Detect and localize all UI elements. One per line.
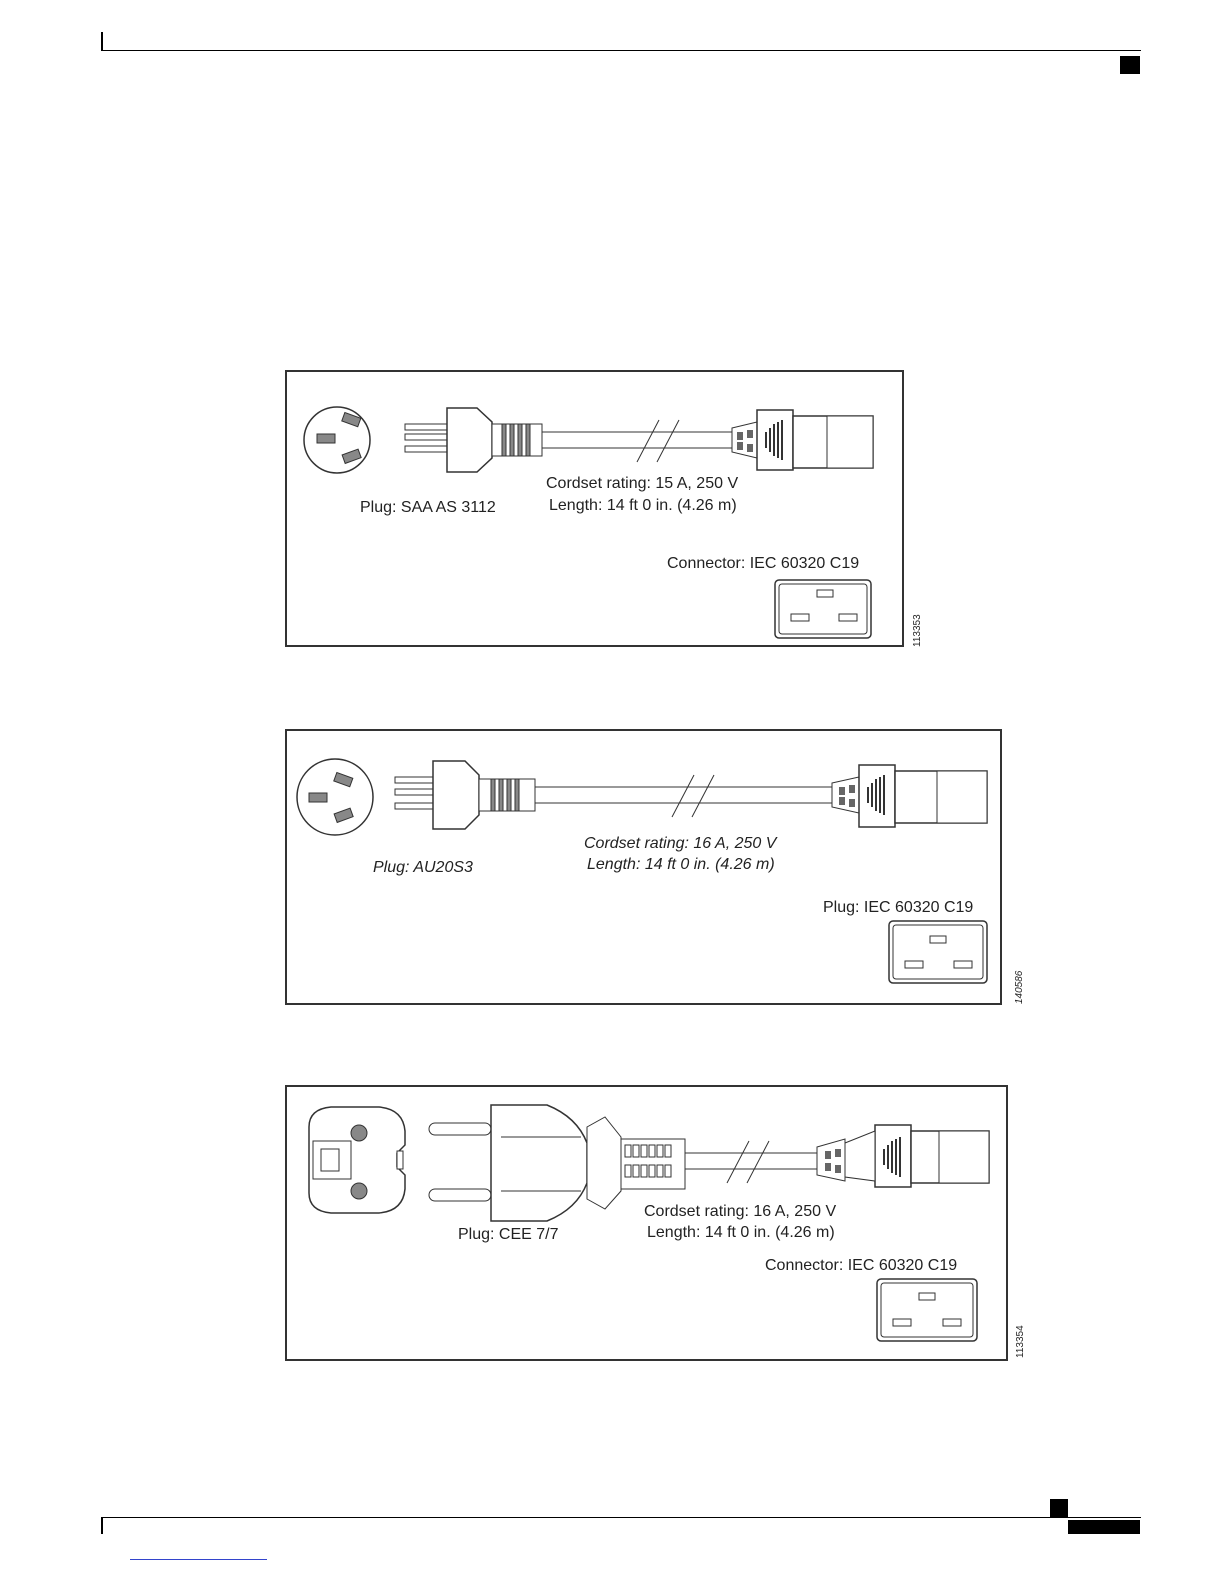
power-cord-figure-3: Plug: CEE 7/7 Cordset rating: 16 A, 250 … (285, 1085, 1008, 1361)
header-left-tick (101, 32, 103, 50)
cordset-rating: Cordset rating: 16 A, 250 V (644, 1203, 837, 1220)
footer-page-tab (1068, 1520, 1140, 1534)
footer-left-tick (101, 1518, 103, 1534)
power-cord-figure-2: Plug: AU20S3 Cordset rating: 16 A, 250 V… (285, 729, 1002, 1005)
footer-corner-block (1050, 1499, 1068, 1517)
cordset-rating: Cordset rating: 15 A, 250 V (546, 475, 739, 492)
figure-id-1: 113353 (912, 614, 923, 647)
power-cord-figure-1: Plug: SAA AS 3112 Cordset rating: 15 A, … (285, 370, 904, 647)
connector-label: Connector: IEC 60320 C19 (765, 1257, 958, 1274)
cord-length: Length: 14 ft 0 in. (4.26 m) (587, 856, 775, 873)
cord-length: Length: 14 ft 0 in. (4.26 m) (647, 1224, 835, 1241)
plug-label: Plug: CEE 7/7 (458, 1226, 559, 1243)
cordset-rating: Cordset rating: 16 A, 250 V (584, 835, 777, 852)
plug-label: Plug: SAA AS 3112 (360, 499, 496, 516)
connector-label: Plug: IEC 60320 C19 (823, 899, 974, 916)
footer-link-underline[interactable] (130, 1559, 267, 1560)
cord-drawing (296, 758, 988, 984)
cord-length: Length: 14 ft 0 in. (4.26 m) (549, 497, 737, 514)
figure-id-3: 113354 (1015, 1325, 1026, 1358)
connector-label: Connector: IEC 60320 C19 (667, 555, 860, 572)
cord-drawing (308, 1104, 990, 1342)
plug-label: Plug: AU20S3 (373, 859, 473, 876)
header-rule (101, 50, 1141, 51)
footer-rule (101, 1517, 1141, 1518)
cord-drawing (303, 406, 874, 639)
header-corner-block (1120, 56, 1140, 74)
figure-id-2: 140586 (1014, 970, 1025, 1004)
